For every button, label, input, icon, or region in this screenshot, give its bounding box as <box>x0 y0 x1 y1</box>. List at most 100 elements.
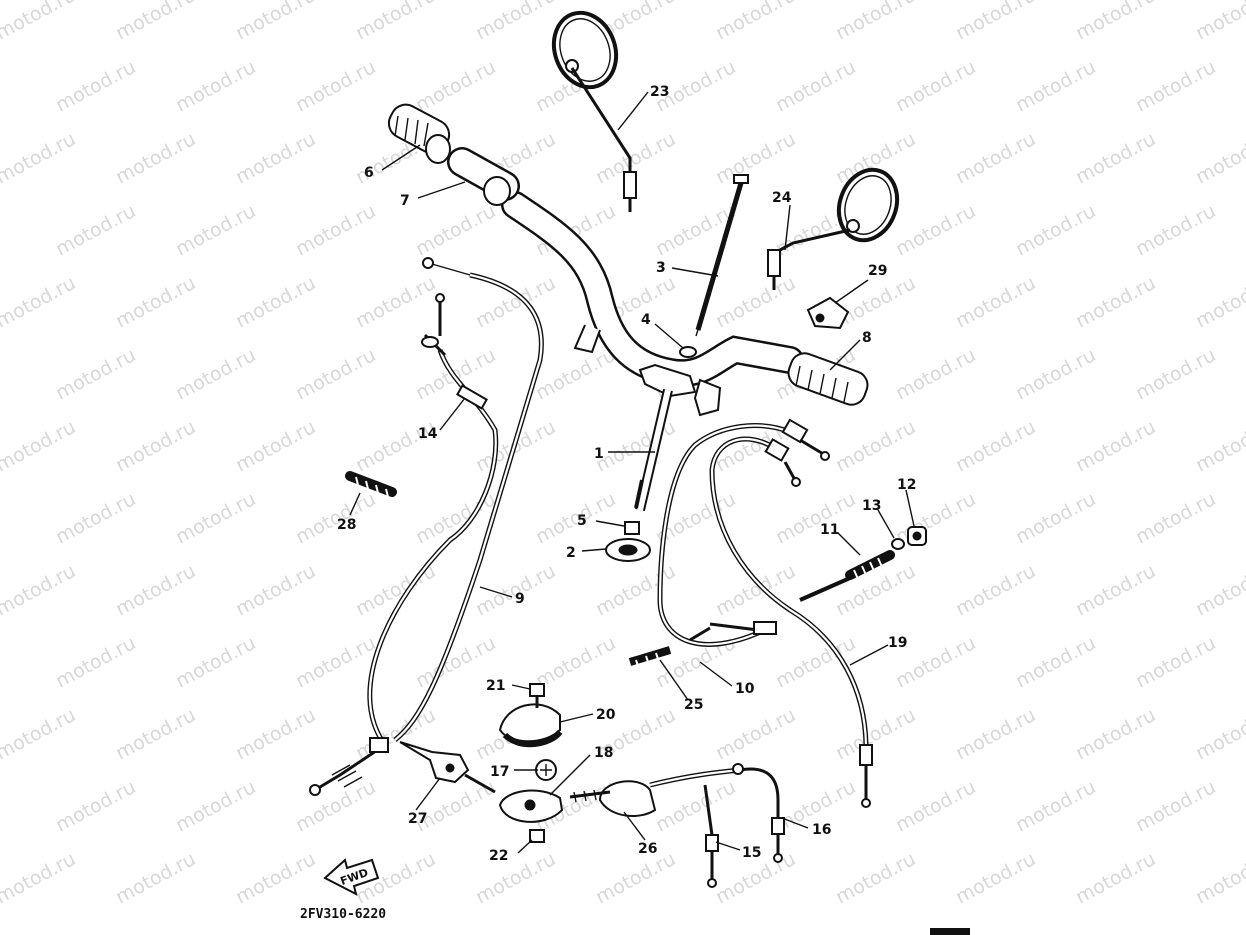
watermark-text: motod.ru <box>892 56 979 116</box>
washer <box>679 346 697 358</box>
watermark-text: motod.ru <box>1072 704 1159 764</box>
callout-19: 19 <box>888 635 907 651</box>
callout-15: 15 <box>742 845 761 861</box>
watermark-text: motod.ru <box>0 560 79 620</box>
callout-8: 8 <box>862 330 872 346</box>
watermark-text: motod.ru <box>472 848 559 908</box>
steering-shaft <box>634 388 673 512</box>
watermark-text: motod.ru <box>712 272 799 332</box>
callout-22: 22 <box>489 848 508 864</box>
watermark-text: motod.ru <box>232 848 319 908</box>
watermark-text: motod.ru <box>1132 776 1219 836</box>
callout-3: 3 <box>656 260 666 276</box>
watermark-text: motod.ru <box>1132 632 1219 692</box>
throttle-housing <box>569 780 657 817</box>
watermark-text: motod.ru <box>532 488 619 548</box>
watermark-text: motod.ru <box>352 272 439 332</box>
base-screw <box>535 759 557 781</box>
watermark-text: motod.ru <box>952 560 1039 620</box>
watermark-text: motod.ru <box>832 0 919 44</box>
left-cable <box>367 293 499 747</box>
left-grip <box>387 103 451 164</box>
watermark-text: motod.ru <box>652 776 739 836</box>
watermark-text: motod.ru <box>232 0 319 44</box>
watermark-text: motod.ru <box>712 560 799 620</box>
diagram-code: 2FV310-6220 <box>300 907 386 922</box>
cover-screw <box>529 683 545 708</box>
watermark-text: motod.ru <box>1072 848 1159 908</box>
watermark-text: motod.ru <box>52 776 139 836</box>
watermark-text: motod.ru <box>112 272 199 332</box>
watermark-text: motod.ru <box>1132 200 1219 260</box>
callout-14: 14 <box>418 426 438 442</box>
watermark-text: motod.ru <box>1072 0 1159 44</box>
watermark-text: motod.ru <box>52 344 139 404</box>
cable-end-25 <box>628 626 711 667</box>
watermark-text: motod.ru <box>0 272 79 332</box>
watermark-text: motod.ru <box>1012 200 1099 260</box>
watermark-text: motod.ru <box>52 632 139 692</box>
watermark-text: motod.ru <box>892 200 979 260</box>
watermark-text: motod.ru <box>292 344 379 404</box>
watermark-text: motod.ru <box>952 128 1039 188</box>
throttle-housing-base <box>498 789 564 823</box>
callout-23: 23 <box>650 84 669 100</box>
watermark-text: motod.ru <box>172 488 259 548</box>
watermark-text: motod.ru <box>232 128 319 188</box>
cable-bracket <box>399 741 496 794</box>
watermark-text: motod.ru <box>1192 272 1246 332</box>
watermark-text: motod.ru <box>112 416 199 476</box>
watermark-text: motod.ru <box>952 416 1039 476</box>
front-brake-cable <box>709 436 873 808</box>
callout-6: 6 <box>364 165 374 181</box>
watermark-text: motod.ru <box>232 704 319 764</box>
right-grip <box>787 352 869 406</box>
callout-27: 27 <box>408 811 427 827</box>
watermark-text: motod.ru <box>832 848 919 908</box>
callout-21: 21 <box>486 678 505 694</box>
watermark-text: motod.ru <box>52 200 139 260</box>
watermark-text: motod.ru <box>712 128 799 188</box>
watermark-text: motod.ru <box>1192 560 1246 620</box>
watermark-text: motod.ru <box>292 56 379 116</box>
watermark-text: motod.ru <box>592 560 679 620</box>
callout-9: 9 <box>515 591 525 607</box>
watermark-text: motod.ru <box>1192 128 1246 188</box>
lower-screw <box>529 829 545 843</box>
watermark-text: motod.ru <box>112 560 199 620</box>
watermark-text: motod.ru <box>892 488 979 548</box>
watermark-text: motod.ru <box>292 776 379 836</box>
watermark-text: motod.ru <box>112 0 199 44</box>
right-mirror <box>767 167 900 290</box>
adjuster-nut <box>907 526 927 546</box>
watermark-text: motod.ru <box>832 704 919 764</box>
lock-washer <box>891 538 905 550</box>
throttle-cables-lower <box>649 763 785 888</box>
watermark-text: motod.ru <box>1072 560 1159 620</box>
callout-26: 26 <box>638 841 657 857</box>
watermark-text: motod.ru <box>172 344 259 404</box>
watermark-text: motod.ru <box>532 344 619 404</box>
watermark-text: motod.ru <box>1192 416 1246 476</box>
watermark-text: motod.ru <box>1012 56 1099 116</box>
cable-band <box>345 471 397 498</box>
watermark-text: motod.ru <box>532 632 619 692</box>
watermark-text: motod.ru <box>1072 272 1159 332</box>
watermark-text: motod.ru <box>412 200 499 260</box>
watermark-text: motod.ru <box>1012 632 1099 692</box>
watermark-text: motod.ru <box>1192 848 1246 908</box>
watermark-text: motod.ru <box>52 56 139 116</box>
watermark-text: motod.ru <box>592 416 679 476</box>
callout-11: 11 <box>820 522 839 538</box>
watermark-text: motod.ru <box>172 632 259 692</box>
watermark-text: motod.ru <box>832 272 919 332</box>
callout-18: 18 <box>594 745 613 761</box>
nut <box>624 521 640 535</box>
callout-17: 17 <box>490 764 509 780</box>
watermark-text: motod.ru <box>1132 56 1219 116</box>
collar <box>605 538 651 562</box>
watermark-text: motod.ru <box>952 704 1039 764</box>
corner-mark <box>930 928 970 935</box>
watermark-text: motod.ru <box>1012 344 1099 404</box>
